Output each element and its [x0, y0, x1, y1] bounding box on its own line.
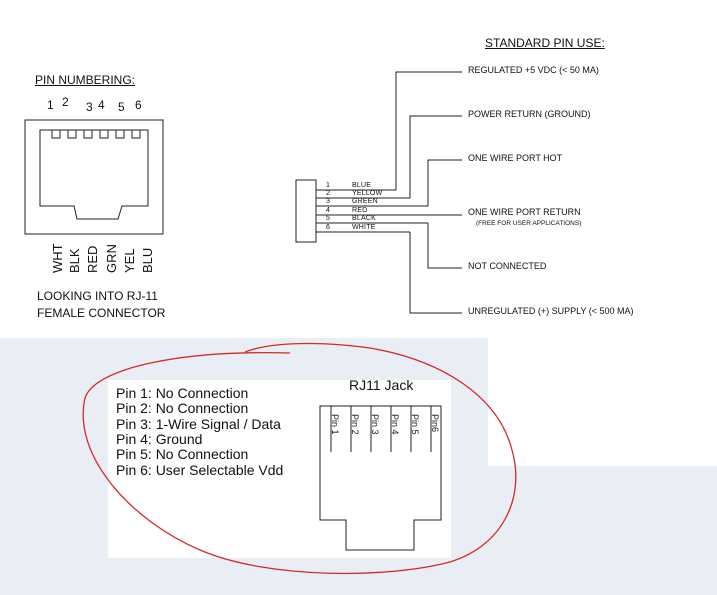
pinout-card: [108, 380, 451, 558]
standard-pin-use-title: STANDARD PIN USE:: [485, 36, 605, 50]
connector-row-3-number: 3: [326, 198, 331, 205]
pin-numbering-title: PIN NUMBERING:: [35, 73, 136, 87]
connector-row-1-number: 1: [326, 182, 331, 189]
use-power-return: POWER RETURN (GROUND): [468, 109, 591, 119]
use-regulated-5v: REGULATED +5 VDC (< 50 MA): [468, 65, 599, 75]
pin-number-3: 3: [86, 100, 93, 114]
connector-caption-line1: LOOKING INTO RJ-11: [37, 289, 158, 303]
use-one-wire-return-note: (FREE FOR USER APPLICATIONS): [476, 220, 582, 227]
pin-number-1: 1: [47, 98, 54, 112]
use-one-wire-hot: ONE WIRE PORT HOT: [468, 153, 563, 163]
background-panel-bottom: [98, 560, 717, 595]
connector-caption-line2: FEMALE CONNECTOR: [37, 306, 166, 320]
legend-pin-3: Pin 3: 1-Wire Signal / Data: [116, 416, 281, 432]
connector-row-3-color: GREEN: [352, 198, 378, 205]
pin-number-5: 5: [118, 100, 125, 114]
connector-row-4-color: RED: [352, 207, 368, 214]
legend-pin-6: Pin 6: User Selectable Vdd: [116, 462, 284, 478]
pin-number-6: 6: [135, 98, 142, 112]
legend-pin-2: Pin 2: No Connection: [116, 400, 249, 416]
connector-row-5-color: BLACK: [352, 215, 376, 222]
use-one-wire-return: ONE WIRE PORT RETURN: [468, 207, 581, 217]
connector-row-5-number: 5: [326, 215, 331, 222]
rj11-jack-title: RJ11 Jack: [349, 377, 414, 393]
rj11-female-front-view: [24, 119, 164, 235]
connector-row-6-number: 6: [326, 224, 331, 231]
connector-row-1-color: BLUE: [352, 182, 372, 189]
connector-row-2-color: YELLOW: [352, 190, 383, 197]
pin-number-4: 4: [98, 98, 105, 112]
pin-number-2: 2: [62, 95, 69, 109]
standard-pin-use-wiring: [295, 71, 462, 314]
use-not-connected: NOT CONNECTED: [468, 261, 547, 271]
connector-row-4-number: 4: [326, 207, 331, 214]
legend-pin-4: Pin 4: Ground: [116, 431, 203, 447]
connector-row-2-number: 2: [326, 190, 331, 197]
connector-row-6-color: WHITE: [352, 224, 376, 231]
legend-pin-5: Pin 5: No Connection: [116, 446, 249, 462]
legend-pin-1: Pin 1: No Connection: [116, 385, 249, 401]
use-unregulated-supply: UNREGULATED (+) SUPPLY (< 500 MA): [468, 306, 634, 316]
